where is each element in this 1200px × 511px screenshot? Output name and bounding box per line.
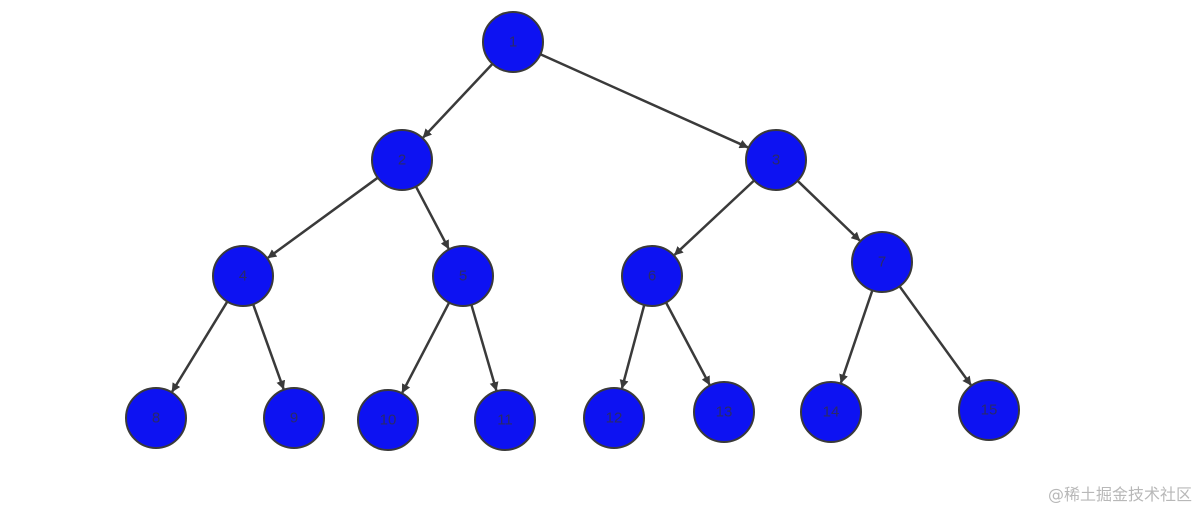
node-circle xyxy=(212,245,274,307)
edge-n7-n14 xyxy=(839,290,874,384)
edge-n2-n4 xyxy=(267,176,379,259)
node-label: 15 xyxy=(981,402,998,419)
edges-layer xyxy=(171,53,972,394)
tree-node-3: 3 xyxy=(745,129,807,191)
edge-n3-n6 xyxy=(673,179,755,256)
tree-node-15: 15 xyxy=(958,379,1020,441)
tree-node-7: 7 xyxy=(851,231,913,293)
tree-node-4: 4 xyxy=(212,245,274,307)
watermark: @稀土掘金技术社区 xyxy=(1047,485,1192,504)
node-label: 1 xyxy=(509,34,517,51)
edge-n6-n13 xyxy=(664,301,711,386)
node-label: 14 xyxy=(823,404,840,421)
node-label: 2 xyxy=(398,152,406,169)
node-circle xyxy=(432,245,494,307)
node-label: 12 xyxy=(606,410,623,427)
node-label: 6 xyxy=(648,268,656,285)
tree-node-5: 5 xyxy=(432,245,494,307)
edge-n3-n7 xyxy=(796,179,861,242)
tree-node-12: 12 xyxy=(583,387,645,449)
node-circle xyxy=(371,129,433,191)
node-label: 5 xyxy=(459,268,467,285)
tree-node-6: 6 xyxy=(621,245,683,307)
edge-n1-n3 xyxy=(539,53,749,149)
node-label: 7 xyxy=(878,254,886,271)
node-circle xyxy=(357,389,419,451)
node-label: 4 xyxy=(239,268,247,285)
edge-n2-n5 xyxy=(414,185,450,250)
tree-node-2: 2 xyxy=(371,129,433,191)
node-circle xyxy=(474,389,536,451)
tree-node-8: 8 xyxy=(125,387,187,449)
edge-n4-n9 xyxy=(251,303,286,390)
node-circle xyxy=(800,381,862,443)
node-circle xyxy=(125,387,187,449)
edge-n6-n12 xyxy=(619,304,646,389)
tree-node-14: 14 xyxy=(800,381,862,443)
node-circle xyxy=(263,387,325,449)
edge-n5-n11 xyxy=(470,304,499,392)
node-circle xyxy=(583,387,645,449)
edge-n1-n2 xyxy=(422,62,494,139)
node-label: 11 xyxy=(497,412,513,429)
node-label: 9 xyxy=(290,410,298,427)
tree-node-1: 1 xyxy=(482,11,544,73)
tree-node-9: 9 xyxy=(263,387,325,449)
edge-n4-n8 xyxy=(171,300,229,393)
node-label: 10 xyxy=(380,412,397,429)
edge-n5-n10 xyxy=(401,302,451,394)
node-label: 13 xyxy=(716,404,733,421)
tree-node-13: 13 xyxy=(693,381,755,443)
edge-n7-n15 xyxy=(898,285,972,386)
node-label: 8 xyxy=(152,410,160,427)
node-circle xyxy=(621,245,683,307)
node-circle xyxy=(958,379,1020,441)
tree-node-11: 11 xyxy=(474,389,536,451)
node-circle xyxy=(482,11,544,73)
node-circle xyxy=(745,129,807,191)
tree-node-10: 10 xyxy=(357,389,419,451)
node-label: 3 xyxy=(772,152,780,169)
node-circle xyxy=(851,231,913,293)
node-circle xyxy=(693,381,755,443)
